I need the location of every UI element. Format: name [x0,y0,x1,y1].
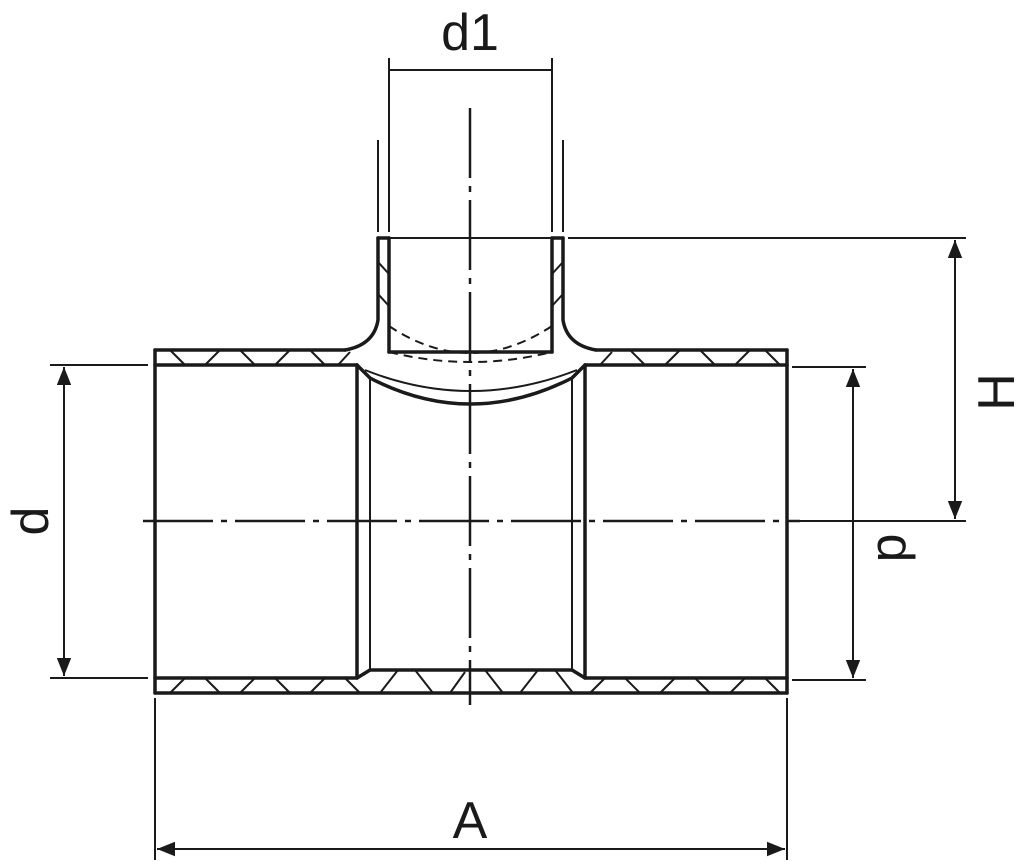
label-A: A [453,792,488,850]
dimension-A [154,698,788,860]
dimension-d-right [792,366,866,681]
dimension-H [568,237,966,522]
label-d-right: d [866,534,924,563]
center-lines [143,108,800,705]
label-d1: d1 [441,4,499,62]
dimension-d1 [377,58,564,232]
label-H: H [968,373,1024,411]
section-hatching [169,261,781,694]
dimension-d-left [50,364,148,679]
label-d-left: d [2,507,60,536]
